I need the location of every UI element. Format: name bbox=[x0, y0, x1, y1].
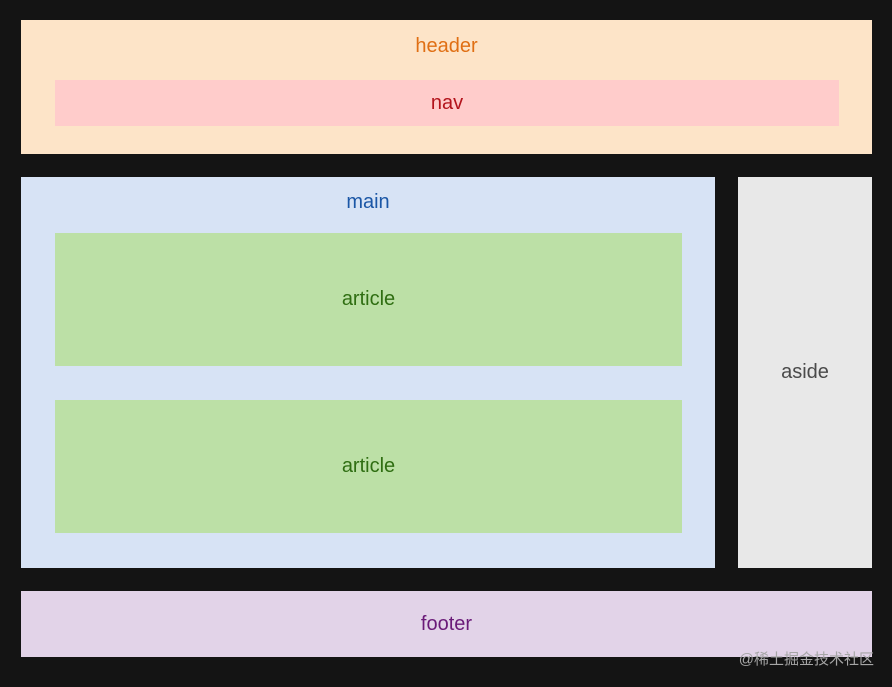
article-label-1: article bbox=[341, 288, 396, 310]
main-label: main bbox=[346, 191, 390, 213]
nav-label: nav bbox=[430, 92, 464, 114]
footer-region: footer bbox=[21, 591, 872, 657]
aside-label: aside bbox=[781, 361, 829, 383]
aside-region: aside bbox=[738, 177, 872, 568]
watermark-text: @稀土掘金技术社区 bbox=[738, 651, 874, 668]
footer-label: footer bbox=[420, 613, 473, 635]
nav-region: nav bbox=[55, 80, 839, 126]
article-region-2: article bbox=[55, 400, 682, 533]
article-region-1: article bbox=[55, 233, 682, 366]
header-region: header nav bbox=[21, 20, 872, 154]
header-label: header bbox=[415, 35, 478, 57]
main-region: main article article bbox=[21, 177, 715, 568]
article-label-2: article bbox=[341, 455, 396, 477]
